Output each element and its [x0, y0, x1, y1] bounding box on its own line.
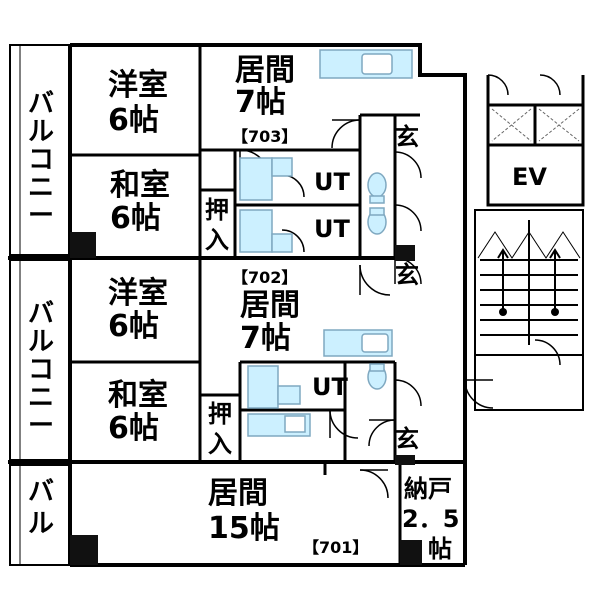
- unit-tag-701: 【701】: [303, 538, 368, 557]
- balcony-char: ー: [28, 411, 54, 441]
- label-oshiire-703-1: 押: [205, 196, 229, 224]
- label-ima-703: 居間: [235, 53, 295, 88]
- balcony-char: ル: [28, 327, 54, 357]
- unit-tag-702: 【702】: [232, 268, 297, 287]
- label-elevator: EV: [512, 163, 547, 191]
- label-washitsu-703: 和室: [110, 168, 170, 203]
- label-ima-701: 居間: [208, 476, 268, 511]
- balcony-char: バ: [28, 299, 54, 329]
- label-youshitsu-703: 洋室: [108, 68, 168, 103]
- columns: [70, 232, 422, 565]
- partitions-702: [70, 258, 397, 462]
- label-size-washitsu-702: 6帖: [108, 411, 159, 446]
- label-genkan-702: 玄: [395, 425, 419, 453]
- balcony-char: ニ: [28, 173, 54, 203]
- label-oshiire-702-1: 押: [208, 400, 232, 428]
- fixtures: [239, 49, 413, 437]
- label-ut-703-a: UT: [314, 168, 350, 196]
- ev-shaft-crosses: [491, 108, 580, 142]
- label-size-ima-701: 15帖: [208, 511, 280, 546]
- balcony-char: ル: [28, 509, 54, 539]
- balcony-char: コ: [28, 145, 54, 175]
- label-ut-703-b: UT: [314, 215, 350, 243]
- label-genkan-703: 玄: [395, 123, 419, 151]
- label-nando: 納戸: [404, 475, 452, 503]
- staircase: [474, 209, 584, 411]
- balcony-char: ー: [28, 201, 54, 231]
- balcony-char: コ: [28, 355, 54, 385]
- balcony-char: バ: [28, 477, 54, 507]
- label-size-ima-703: 7帖: [235, 85, 286, 120]
- partitions-703: [70, 45, 420, 258]
- label-ima-702: 居間: [240, 288, 300, 323]
- unit-tag-703: 【703】: [232, 127, 297, 146]
- label-oshiire-702-2: 入: [208, 430, 232, 458]
- label-genkan-702-upper: 玄: [395, 261, 419, 289]
- label-size-washitsu-703: 6帖: [110, 201, 161, 236]
- label-youshitsu-702: 洋室: [108, 276, 168, 311]
- bathtub-702: [247, 365, 279, 409]
- bathtub-703-b: [239, 209, 273, 253]
- stair-marker-left: [499, 308, 507, 316]
- core-ev: [486, 75, 585, 207]
- bathtub-703-a: [239, 157, 273, 201]
- label-nando-size: 2．5: [402, 505, 459, 533]
- label-size-ima-702: 7帖: [240, 321, 291, 356]
- label-washitsu-702: 和室: [108, 378, 168, 413]
- balcony-char: バ: [28, 89, 54, 119]
- toilets: [367, 172, 387, 390]
- balcony-char: ニ: [28, 383, 54, 413]
- label-oshiire-703-2: 入: [205, 226, 229, 254]
- balcony-char: ル: [28, 117, 54, 147]
- label-ut-702: UT: [312, 373, 348, 401]
- stair-marker-right: [551, 308, 559, 316]
- label-size-youshitsu-702: 6帖: [108, 309, 159, 344]
- label-size-youshitsu-703: 6帖: [108, 103, 159, 138]
- label-nando-size-unit: 帖: [428, 535, 452, 563]
